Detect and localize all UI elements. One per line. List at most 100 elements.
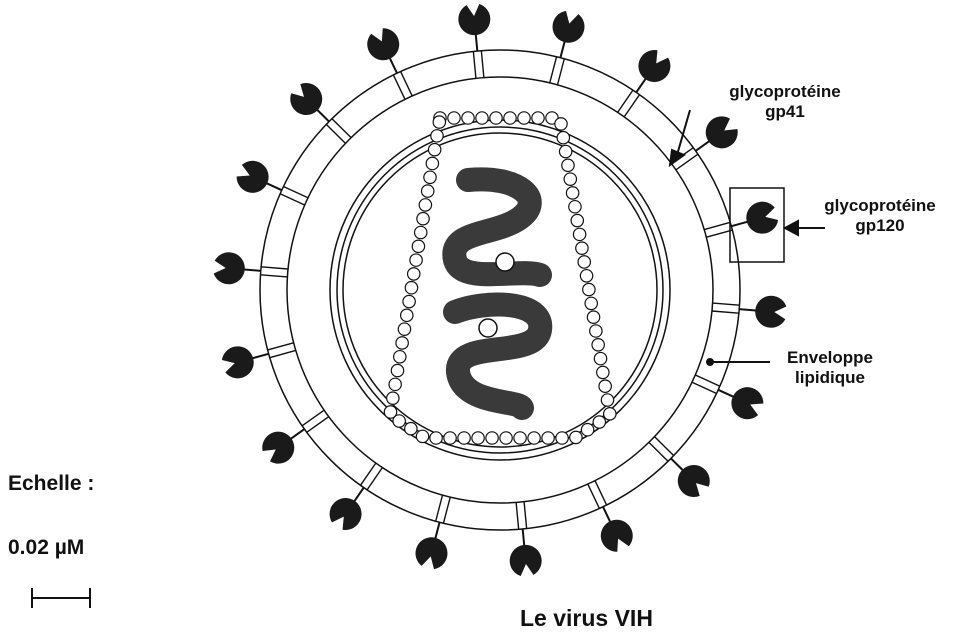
gp41-stem <box>731 221 748 226</box>
capsid-bead <box>396 337 408 349</box>
gp41-stem <box>603 507 611 523</box>
gp41-stalk <box>332 119 351 138</box>
gp120-knob <box>632 45 676 88</box>
envelope-spike <box>508 502 543 577</box>
capsid-bead <box>398 323 410 335</box>
capsid-bead <box>569 201 581 213</box>
envelope-spike <box>412 495 451 571</box>
gp120-knob <box>508 543 543 577</box>
capsid-bead <box>444 432 456 444</box>
gp120-knob <box>743 198 781 237</box>
gp41-stalk <box>558 59 565 85</box>
capsid-bead <box>424 171 436 183</box>
envelope-spike <box>704 198 780 237</box>
capsid-bead <box>592 339 604 351</box>
gp41-stem <box>696 140 711 150</box>
capsid-bead <box>504 112 516 124</box>
capsid-bead <box>555 118 567 130</box>
gp41-stalk <box>695 375 720 386</box>
gp41-stalk <box>268 343 294 350</box>
gp41-stalk <box>618 90 633 112</box>
gp120-knob <box>457 3 492 37</box>
label-gp120: glycoprotéine gp120 <box>800 196 960 236</box>
viral-rna <box>454 179 540 408</box>
envelope-spike <box>257 410 329 469</box>
gp41-stalk <box>516 502 519 529</box>
capsid-bead <box>576 242 588 254</box>
gp120-knob <box>412 534 451 572</box>
capsid-bead <box>408 268 420 280</box>
capsid-bead <box>528 432 540 444</box>
capsid-bead <box>410 254 422 266</box>
capsid-bead <box>405 282 417 294</box>
label-gp120-line2: gp120 <box>800 216 960 236</box>
capsid-bead <box>578 256 590 268</box>
envelope-spike <box>618 45 676 117</box>
capsid-bead <box>571 214 583 226</box>
label-gp120-line1: glycoprotéine <box>800 196 960 216</box>
gp41-stem <box>243 269 261 270</box>
label-gp41-line2: gp41 <box>700 102 870 122</box>
gp41-stalk <box>692 382 717 393</box>
gp120-knob <box>549 8 588 46</box>
gp41-stalk <box>624 95 639 117</box>
capsid-bead <box>518 112 530 124</box>
gp41-stem <box>251 354 268 359</box>
capsid-bead <box>556 432 568 444</box>
gp41-arrow-head <box>670 150 684 165</box>
gp120-knob <box>219 343 257 382</box>
envelope-pointer-dot <box>707 359 713 365</box>
capsid-bead <box>384 406 396 418</box>
capsid-bead <box>580 270 592 282</box>
gp120-knob <box>233 156 274 198</box>
label-gp41-line1: glycoprotéine <box>700 82 870 102</box>
gp41-stalk <box>280 194 305 205</box>
gp41-stalk <box>524 502 527 529</box>
label-envelope-line1: Enveloppe <box>770 348 890 368</box>
gp41-stalk <box>704 222 730 229</box>
capsid-bead <box>562 159 574 171</box>
capsid-bead <box>472 432 484 444</box>
capsid-bead <box>593 416 605 428</box>
envelope-spike <box>457 3 492 78</box>
gp41-stalk <box>481 51 484 78</box>
capsid-bead <box>490 112 502 124</box>
capsid-bead <box>431 130 443 142</box>
gp41-stalk <box>713 303 740 305</box>
gp120-knob <box>257 425 301 469</box>
capsid-bead <box>599 380 611 392</box>
capsid-bead <box>564 173 576 185</box>
gp120-knob <box>595 514 637 555</box>
capsid-bead <box>417 213 429 225</box>
capsid-bead <box>581 424 593 436</box>
gp120-knob <box>726 382 767 424</box>
capsid-bead <box>433 116 445 128</box>
rna-strand-lower <box>455 305 540 408</box>
gp41-stalk <box>712 311 739 313</box>
capsid-bead <box>532 112 544 124</box>
gp41-arrow-line <box>677 110 690 155</box>
gp41-stem <box>316 109 329 122</box>
gp41-stalk <box>261 267 288 269</box>
capsid-bead <box>426 157 438 169</box>
envelope-spike <box>219 343 295 382</box>
label-gp41: glycoprotéine gp41 <box>700 82 870 122</box>
capsid-bead <box>403 295 415 307</box>
gp41-stalk <box>473 51 476 78</box>
gp41-stalk <box>436 495 443 521</box>
envelope-spike <box>549 8 588 84</box>
capsid-bead <box>601 394 613 406</box>
gp41-stalk <box>260 275 287 277</box>
gp41-stem <box>435 522 440 539</box>
capsid-bead <box>583 283 595 295</box>
capsid-bead <box>542 432 554 444</box>
capsid-bead <box>415 226 427 238</box>
gp41-stem <box>354 488 364 503</box>
capsid-bead <box>587 311 599 323</box>
gp41-stalk <box>270 350 296 357</box>
capsid-bead <box>585 297 597 309</box>
gp41-stalk <box>302 410 324 426</box>
gp120-knob <box>213 251 246 285</box>
gp41-stalk <box>283 187 308 198</box>
capsid-bead <box>412 240 424 252</box>
